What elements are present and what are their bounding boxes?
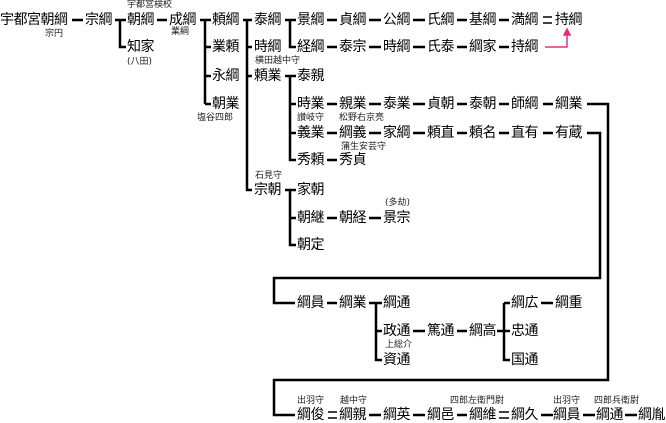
person-node: 時業	[297, 96, 325, 112]
person-node: 業頼	[212, 39, 240, 55]
person-node: 朝経	[339, 210, 367, 226]
person-node: 綱維	[469, 407, 497, 423]
person-node: 篤通	[427, 323, 455, 339]
person-node: 綱親	[339, 407, 367, 423]
person-node: 成綱	[169, 12, 197, 28]
person-node: 綱邑	[427, 407, 455, 423]
person-node: 泰業	[383, 96, 411, 112]
person-node: 宗綱	[85, 12, 113, 28]
person-node: 綱広	[511, 295, 539, 311]
person-title: (多劫)	[385, 198, 411, 208]
person-node: 綱英	[383, 407, 411, 423]
person-node: 政通	[383, 323, 411, 339]
person-node: 家綱	[383, 125, 411, 141]
person-node: 貞朝	[427, 96, 455, 112]
person-title: 塩谷四郎	[197, 113, 234, 123]
person-title: 越中守	[340, 396, 368, 406]
person-node: 国通	[511, 352, 539, 368]
person-node: 泰親	[297, 68, 325, 84]
person-node: 義業	[297, 125, 325, 141]
person-node: 宇都宮朝綱	[0, 12, 68, 28]
person-node: 持綱	[511, 39, 539, 55]
person-title: 石見守	[255, 171, 283, 181]
person-node: 景綱	[297, 12, 325, 28]
person-node: 満綱	[511, 12, 539, 28]
person-title: 宗円	[45, 29, 64, 39]
person-node: 資通	[383, 352, 411, 368]
person-node: 泰宗	[339, 39, 367, 55]
person-node: 頼綱	[212, 12, 240, 28]
person-node: 時綱	[254, 39, 282, 55]
person-node: 頼直	[427, 125, 455, 141]
person-node: 綱高	[469, 323, 497, 339]
person-node: 親業	[339, 96, 367, 112]
person-node: 綱重	[555, 295, 583, 311]
person-node: 綱義	[339, 125, 367, 141]
person-node: 知家	[127, 39, 155, 55]
person-title: 業綱	[171, 27, 190, 37]
person-node: 公綱	[383, 12, 411, 28]
person-node: 基綱	[469, 12, 497, 28]
person-node: 綱員	[297, 295, 325, 311]
person-node: 綱通	[596, 407, 624, 423]
person-node: 綱俊	[297, 407, 325, 423]
person-node: 綱胤	[638, 407, 666, 423]
person-node: 経綱	[297, 39, 325, 55]
person-node: 綱員	[553, 407, 581, 423]
person-node: 直有	[511, 125, 539, 141]
person-node: 頼名	[469, 125, 497, 141]
person-title: 松野右京亮	[339, 113, 385, 123]
person-node: 師綱	[511, 96, 539, 112]
person-title: 上総介	[385, 340, 413, 350]
person-node: 頼業	[254, 68, 282, 84]
person-node: 忠通	[511, 323, 539, 339]
person-node: 朝綱	[127, 12, 155, 28]
person-title: 出羽守	[553, 396, 581, 406]
person-node: 秀頼	[297, 152, 325, 168]
person-node: 貞綱	[339, 12, 367, 28]
person-node: 綱業	[339, 295, 367, 311]
person-title: 横田越中守	[255, 56, 301, 66]
person-node: 宗朝	[254, 182, 282, 198]
person-node: 朝定	[297, 237, 325, 253]
person-node: 朝継	[297, 210, 325, 226]
person-title: 蒲生安芸守	[341, 142, 387, 152]
person-title: 四郎兵衛尉	[594, 396, 640, 406]
person-node: 氏泰	[427, 39, 455, 55]
person-title: 讃岐守	[297, 113, 325, 123]
person-node: 持綱	[555, 12, 583, 28]
person-node: 朝業	[212, 96, 240, 112]
person-node: 綱家	[469, 39, 497, 55]
person-node: 綱久	[511, 407, 539, 423]
person-node: 泰綱	[254, 12, 282, 28]
person-title: (八田)	[127, 57, 153, 67]
person-node: 時綱	[383, 39, 411, 55]
person-node: 泰朝	[469, 96, 497, 112]
person-node: 家朝	[297, 182, 325, 198]
person-node: 景宗	[383, 210, 411, 226]
person-node: 氏綱	[427, 12, 455, 28]
person-node: 有蔵	[555, 125, 583, 141]
person-node: 綱通	[383, 295, 411, 311]
person-title: 四郎左衛門尉	[450, 396, 505, 406]
person-title: 出羽守	[297, 396, 325, 406]
person-title: 宇都宮検校	[127, 0, 173, 10]
person-node: 綱業	[555, 96, 583, 112]
person-node: 永綱	[212, 68, 240, 84]
adoption-arrow	[545, 27, 572, 48]
person-node: 秀貞	[339, 152, 367, 168]
